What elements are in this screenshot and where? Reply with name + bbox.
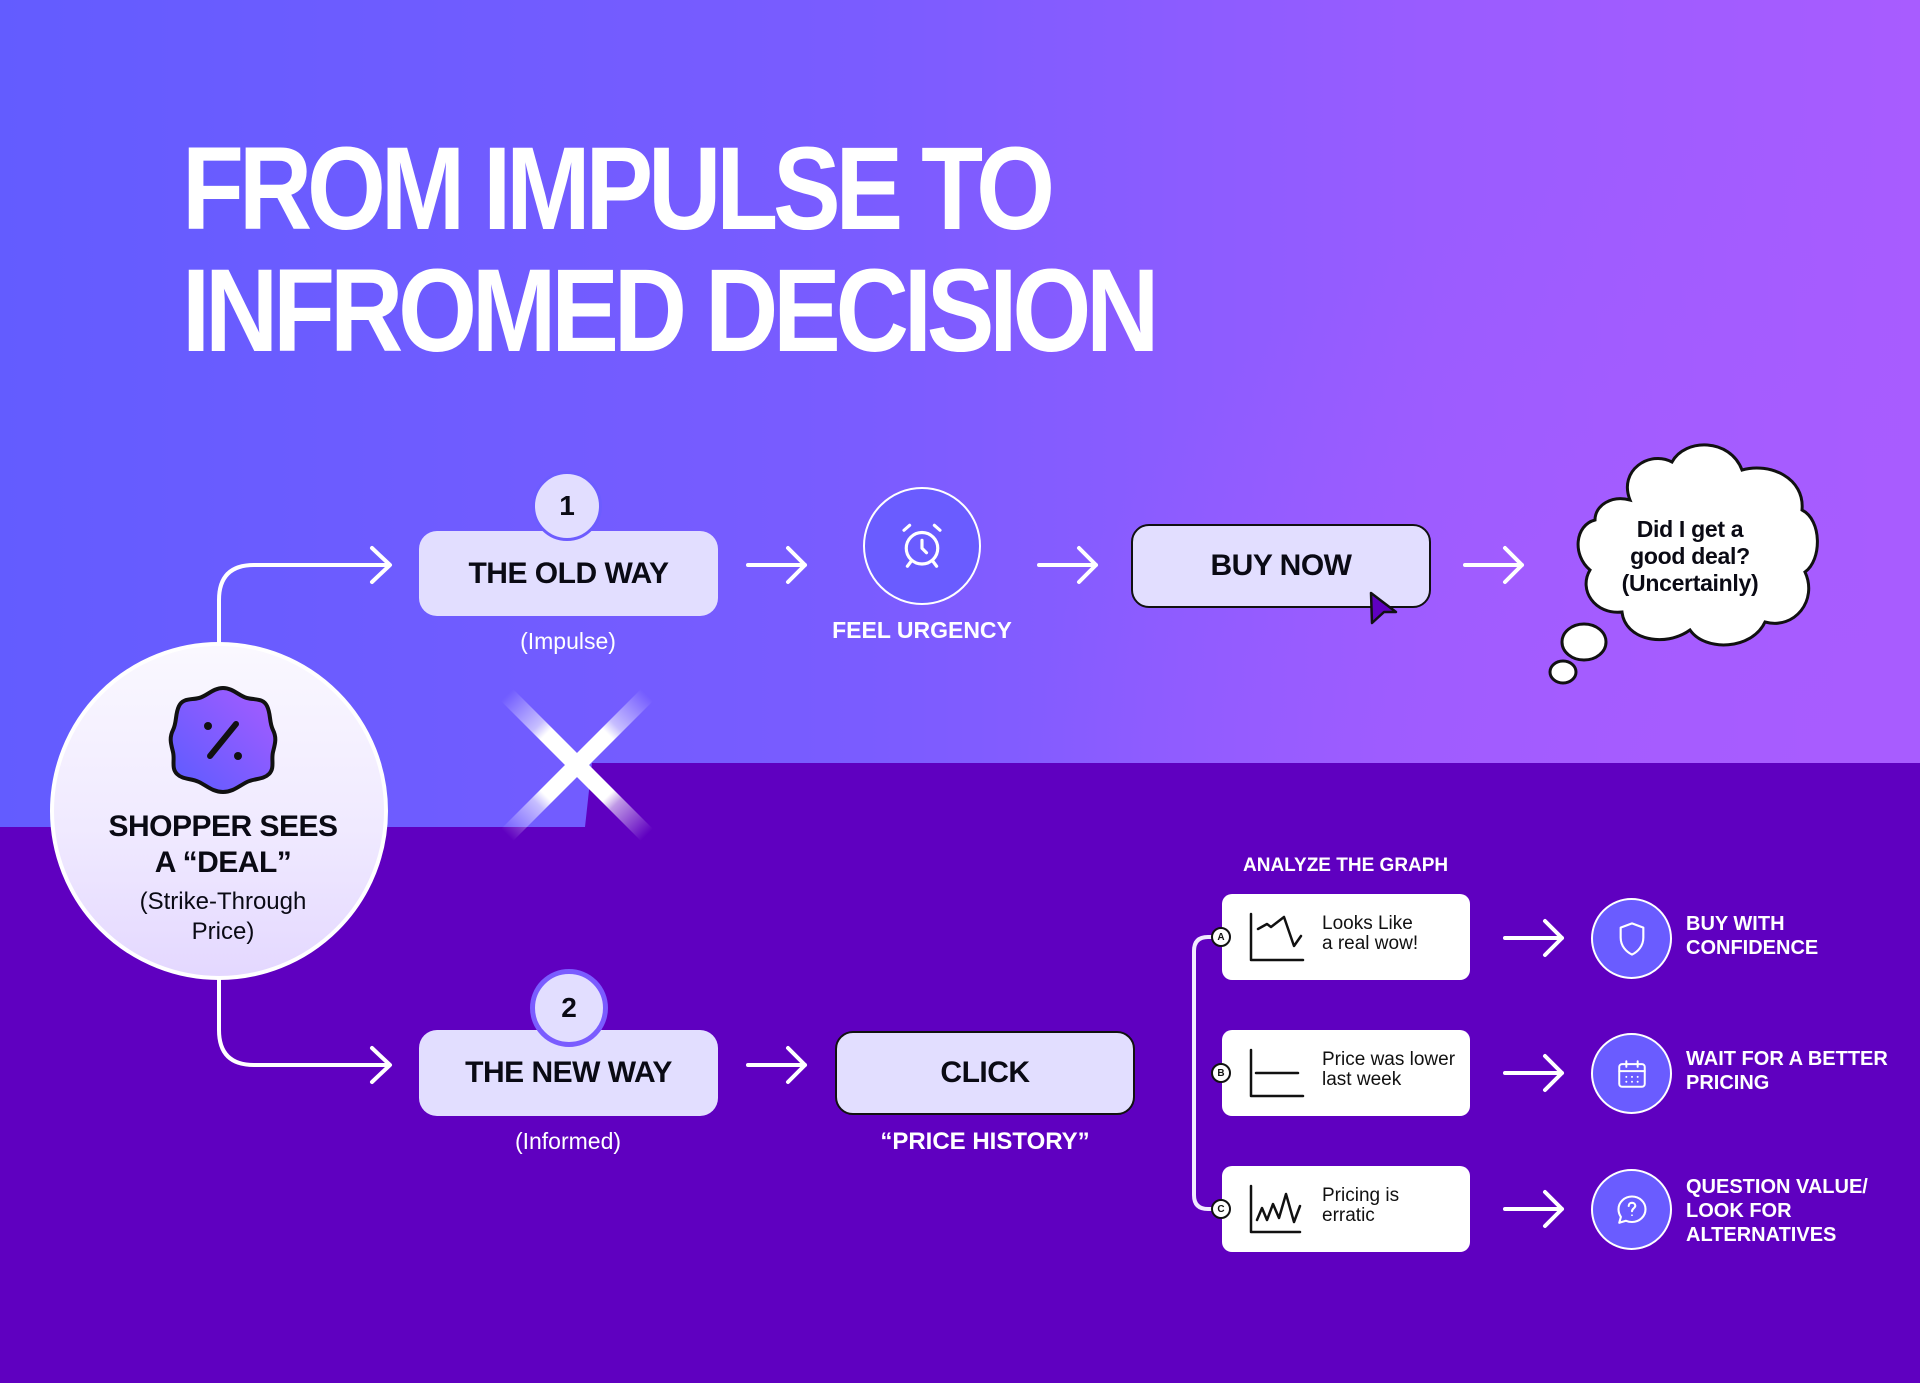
- outcome-a-line-2: CONFIDENCE: [1686, 937, 1819, 959]
- arrow-urgency-to-buy: [1037, 546, 1098, 584]
- branch-c-line-1: Pricing is: [1322, 1185, 1400, 1206]
- mouse-cursor-icon: [1369, 591, 1398, 625]
- discount-badge-icon: [168, 685, 278, 795]
- arrow-new-to-click: [746, 1046, 807, 1084]
- outcome-a-line-1: BUY WITH: [1686, 913, 1785, 935]
- new-way-label: THE NEW WAY: [465, 1056, 672, 1089]
- thought-line-2: good deal?: [1630, 543, 1750, 569]
- start-title-line-1: SHOPPER SEES: [108, 810, 338, 843]
- arrow-branch-c-outcome: [1503, 1190, 1564, 1228]
- branch-card-a: Looks Like a real wow!: [1222, 894, 1470, 980]
- shield-icon: [1619, 921, 1644, 956]
- outcome-b-line-2: PRICING: [1686, 1072, 1770, 1094]
- start-subtitle: (Strike-Through Price): [54, 887, 392, 947]
- thought-bubble: [1548, 443, 1819, 685]
- connector-to-new-way: [217, 978, 390, 1067]
- new-way-caption: (Informed): [514, 1128, 622, 1154]
- buy-now-button[interactable]: BUY NOW: [1131, 524, 1431, 608]
- branch-badge-b: B: [1211, 1063, 1231, 1083]
- page-title: FROM IMPULSE TO INFROMED DECISION: [182, 123, 1159, 377]
- arrow-old-to-urgency: [746, 546, 807, 584]
- branch-a-line-1: Looks Like: [1322, 913, 1413, 934]
- branch-b-line-1: Price was lower: [1322, 1049, 1456, 1070]
- thought-dot-small: [1548, 659, 1578, 685]
- step-1-badge: 1: [532, 471, 602, 541]
- start-title: SHOPPER SEES A “DEAL”: [54, 809, 392, 881]
- start-title-line-2: A “DEAL”: [154, 846, 292, 879]
- start-node: SHOPPER SEES A “DEAL” (Strike-Through Pr…: [50, 642, 388, 980]
- outcome-b-label: WAIT FOR A BETTER PRICING: [1686, 1047, 1888, 1095]
- step-1-number: 1: [559, 490, 575, 521]
- outcome-a-label: BUY WITH CONFIDENCE: [1686, 912, 1818, 960]
- branch-badge-c: C: [1211, 1199, 1231, 1219]
- outcome-b-circle: [1591, 1033, 1672, 1114]
- outcome-a-circle: [1591, 898, 1672, 979]
- step-2-number: 2: [561, 992, 577, 1023]
- thought-text: Did I get a good deal? (Uncertainly): [1590, 516, 1790, 597]
- branch-bracket: [1192, 935, 1212, 1211]
- start-subtitle-line-2: Price): [191, 918, 255, 945]
- spike-line-chart-icon: [1249, 912, 1305, 962]
- flat-line-chart-icon: [1249, 1048, 1305, 1098]
- outcome-c-line-3: ALTERNATIVES: [1686, 1224, 1837, 1246]
- thought-line-3: (Uncertainly): [1621, 570, 1759, 596]
- connector-to-old-way: [217, 563, 390, 644]
- alarm-clock-icon: [902, 523, 942, 568]
- thought-cloud-shape: [1576, 443, 1819, 647]
- outcome-c-label: QUESTION VALUE/ LOOK FOR ALTERNATIVES: [1686, 1175, 1868, 1247]
- click-label: CLICK: [940, 1056, 1030, 1089]
- urgency-label: FEEL URGENCY: [832, 617, 1012, 643]
- branch-card-b: Price was lower last week: [1222, 1030, 1470, 1116]
- price-history-caption: “PRICE HISTORY”: [880, 1128, 1090, 1155]
- click-price-history-button[interactable]: CLICK: [835, 1031, 1135, 1115]
- old-way-caption: (Impulse): [520, 628, 616, 654]
- outcome-c-line-2: LOOK FOR: [1686, 1200, 1792, 1222]
- outcome-c-line-1: QUESTION VALUE/: [1686, 1176, 1868, 1198]
- step-2-badge: 2: [530, 969, 608, 1047]
- outcome-b-line-1: WAIT FOR A BETTER: [1686, 1048, 1888, 1070]
- arrow-branch-b-outcome: [1503, 1054, 1564, 1092]
- urgency-circle: [863, 487, 981, 605]
- old-way-label: THE OLD WAY: [468, 556, 669, 590]
- title-line-1: FROM IMPULSE TO: [182, 123, 1055, 255]
- branch-a-line-2: a real wow!: [1322, 933, 1419, 954]
- analyze-graph-label: ANALYZE THE GRAPH: [1243, 855, 1449, 876]
- arrow-buy-to-thought: [1463, 546, 1524, 584]
- arrow-branch-a-outcome: [1503, 919, 1564, 957]
- branch-a-text: Looks Like a real wow!: [1322, 914, 1418, 954]
- calendar-icon: [1617, 1059, 1646, 1088]
- thought-line-1: Did I get a: [1636, 516, 1744, 542]
- buy-now-label: BUY NOW: [1210, 549, 1352, 582]
- arrowhead-new-way: [370, 1046, 392, 1084]
- branch-c-line-2: erratic: [1322, 1205, 1375, 1226]
- arrowhead-old-way: [370, 546, 392, 584]
- old-way-box: THE OLD WAY: [419, 531, 718, 616]
- branch-card-c: Pricing is erratic: [1222, 1166, 1470, 1252]
- branch-b-line-2: last week: [1322, 1069, 1402, 1090]
- outcome-c-circle: [1591, 1169, 1672, 1250]
- thought-dot-large: [1560, 622, 1608, 662]
- branch-b-text: Price was lower last week: [1322, 1050, 1455, 1090]
- branch-badge-a: A: [1211, 927, 1231, 947]
- erratic-line-chart-icon: [1249, 1184, 1302, 1234]
- question-chat-icon: [1616, 1194, 1647, 1224]
- branch-c-text: Pricing is erratic: [1322, 1186, 1399, 1226]
- x-mark-icon: [500, 688, 654, 842]
- start-subtitle-line-1: (Strike-Through: [139, 888, 307, 915]
- title-line-2: INFROMED DECISION: [182, 245, 1159, 377]
